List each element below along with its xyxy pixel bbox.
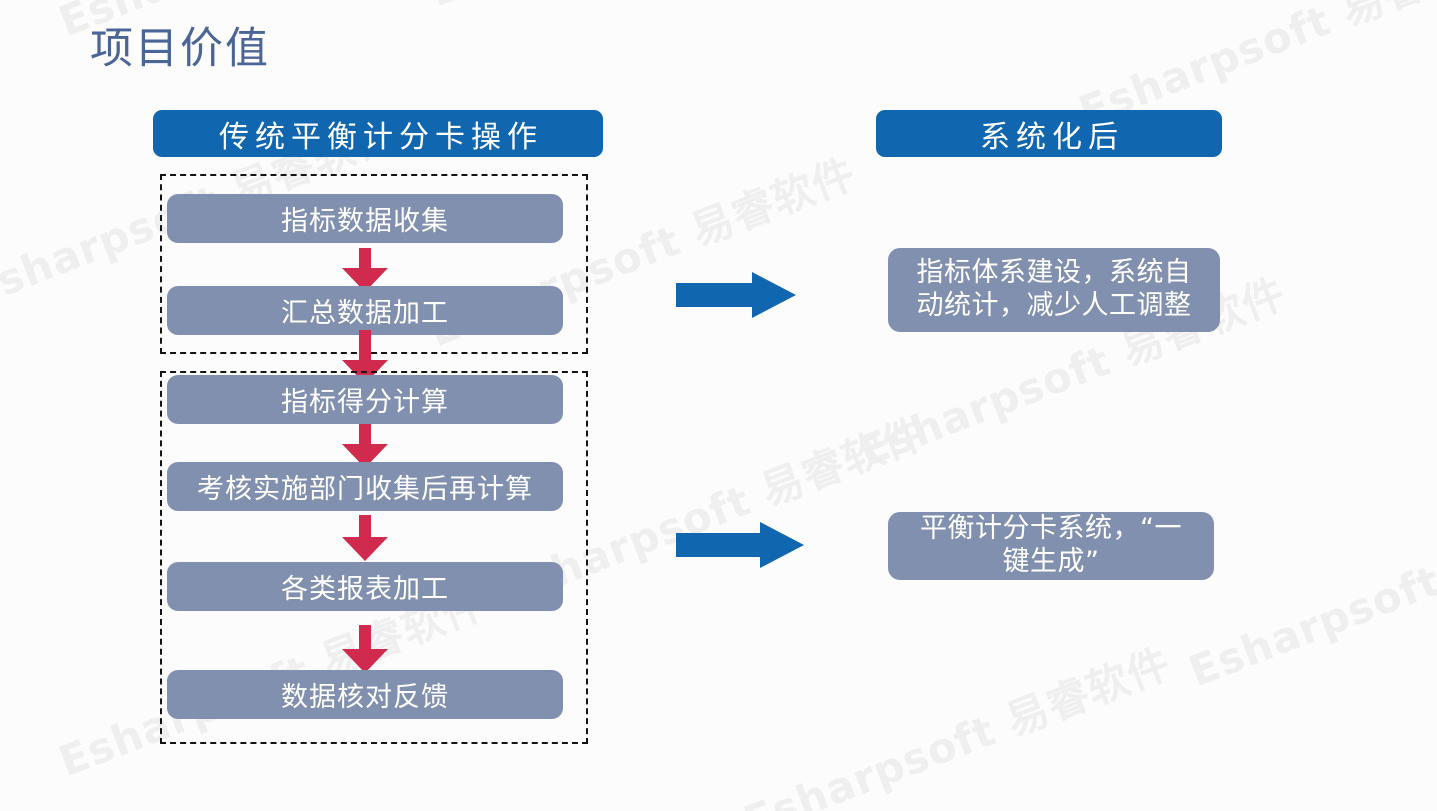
arrow-shaft — [359, 424, 371, 448]
flow-arrow-down — [342, 625, 388, 675]
flow-step-box: 指标数据收集 — [167, 194, 563, 243]
transition-arrow-bottom — [676, 522, 806, 568]
arrow-shaft — [359, 515, 371, 541]
result-box: 平衡计分卡系统，“一 键生成” — [888, 512, 1214, 580]
header-pill-systematized: 系统化后 — [876, 110, 1222, 157]
flow-step-box: 数据核对反馈 — [167, 670, 563, 719]
result-box: 指标体系建设，系统自 动统计，减少人工调整 — [888, 248, 1220, 332]
flow-group-one — [160, 174, 588, 354]
arrow-shaft — [359, 330, 371, 364]
arrow-shaft — [359, 248, 371, 272]
header-pill-traditional: 传统平衡计分卡操作 — [153, 110, 603, 157]
arrow-shaft — [676, 533, 762, 557]
flow-arrow-down — [342, 515, 388, 563]
flow-step-box: 指标得分计算 — [167, 375, 563, 424]
arrow-shaft — [359, 625, 371, 653]
flow-step-box: 各类报表加工 — [167, 562, 563, 611]
arrow-shaft — [676, 283, 754, 307]
flow-group-two — [160, 371, 588, 744]
arrow-head — [342, 537, 388, 561]
flow-step-box: 汇总数据加工 — [167, 286, 563, 335]
page-title: 项目价值 — [90, 24, 270, 74]
arrow-head — [342, 649, 388, 673]
arrow-head — [752, 272, 796, 318]
flow-step-box: 考核实施部门收集后再计算 — [167, 462, 563, 511]
transition-arrow-top — [676, 272, 796, 318]
arrow-head — [760, 522, 804, 568]
